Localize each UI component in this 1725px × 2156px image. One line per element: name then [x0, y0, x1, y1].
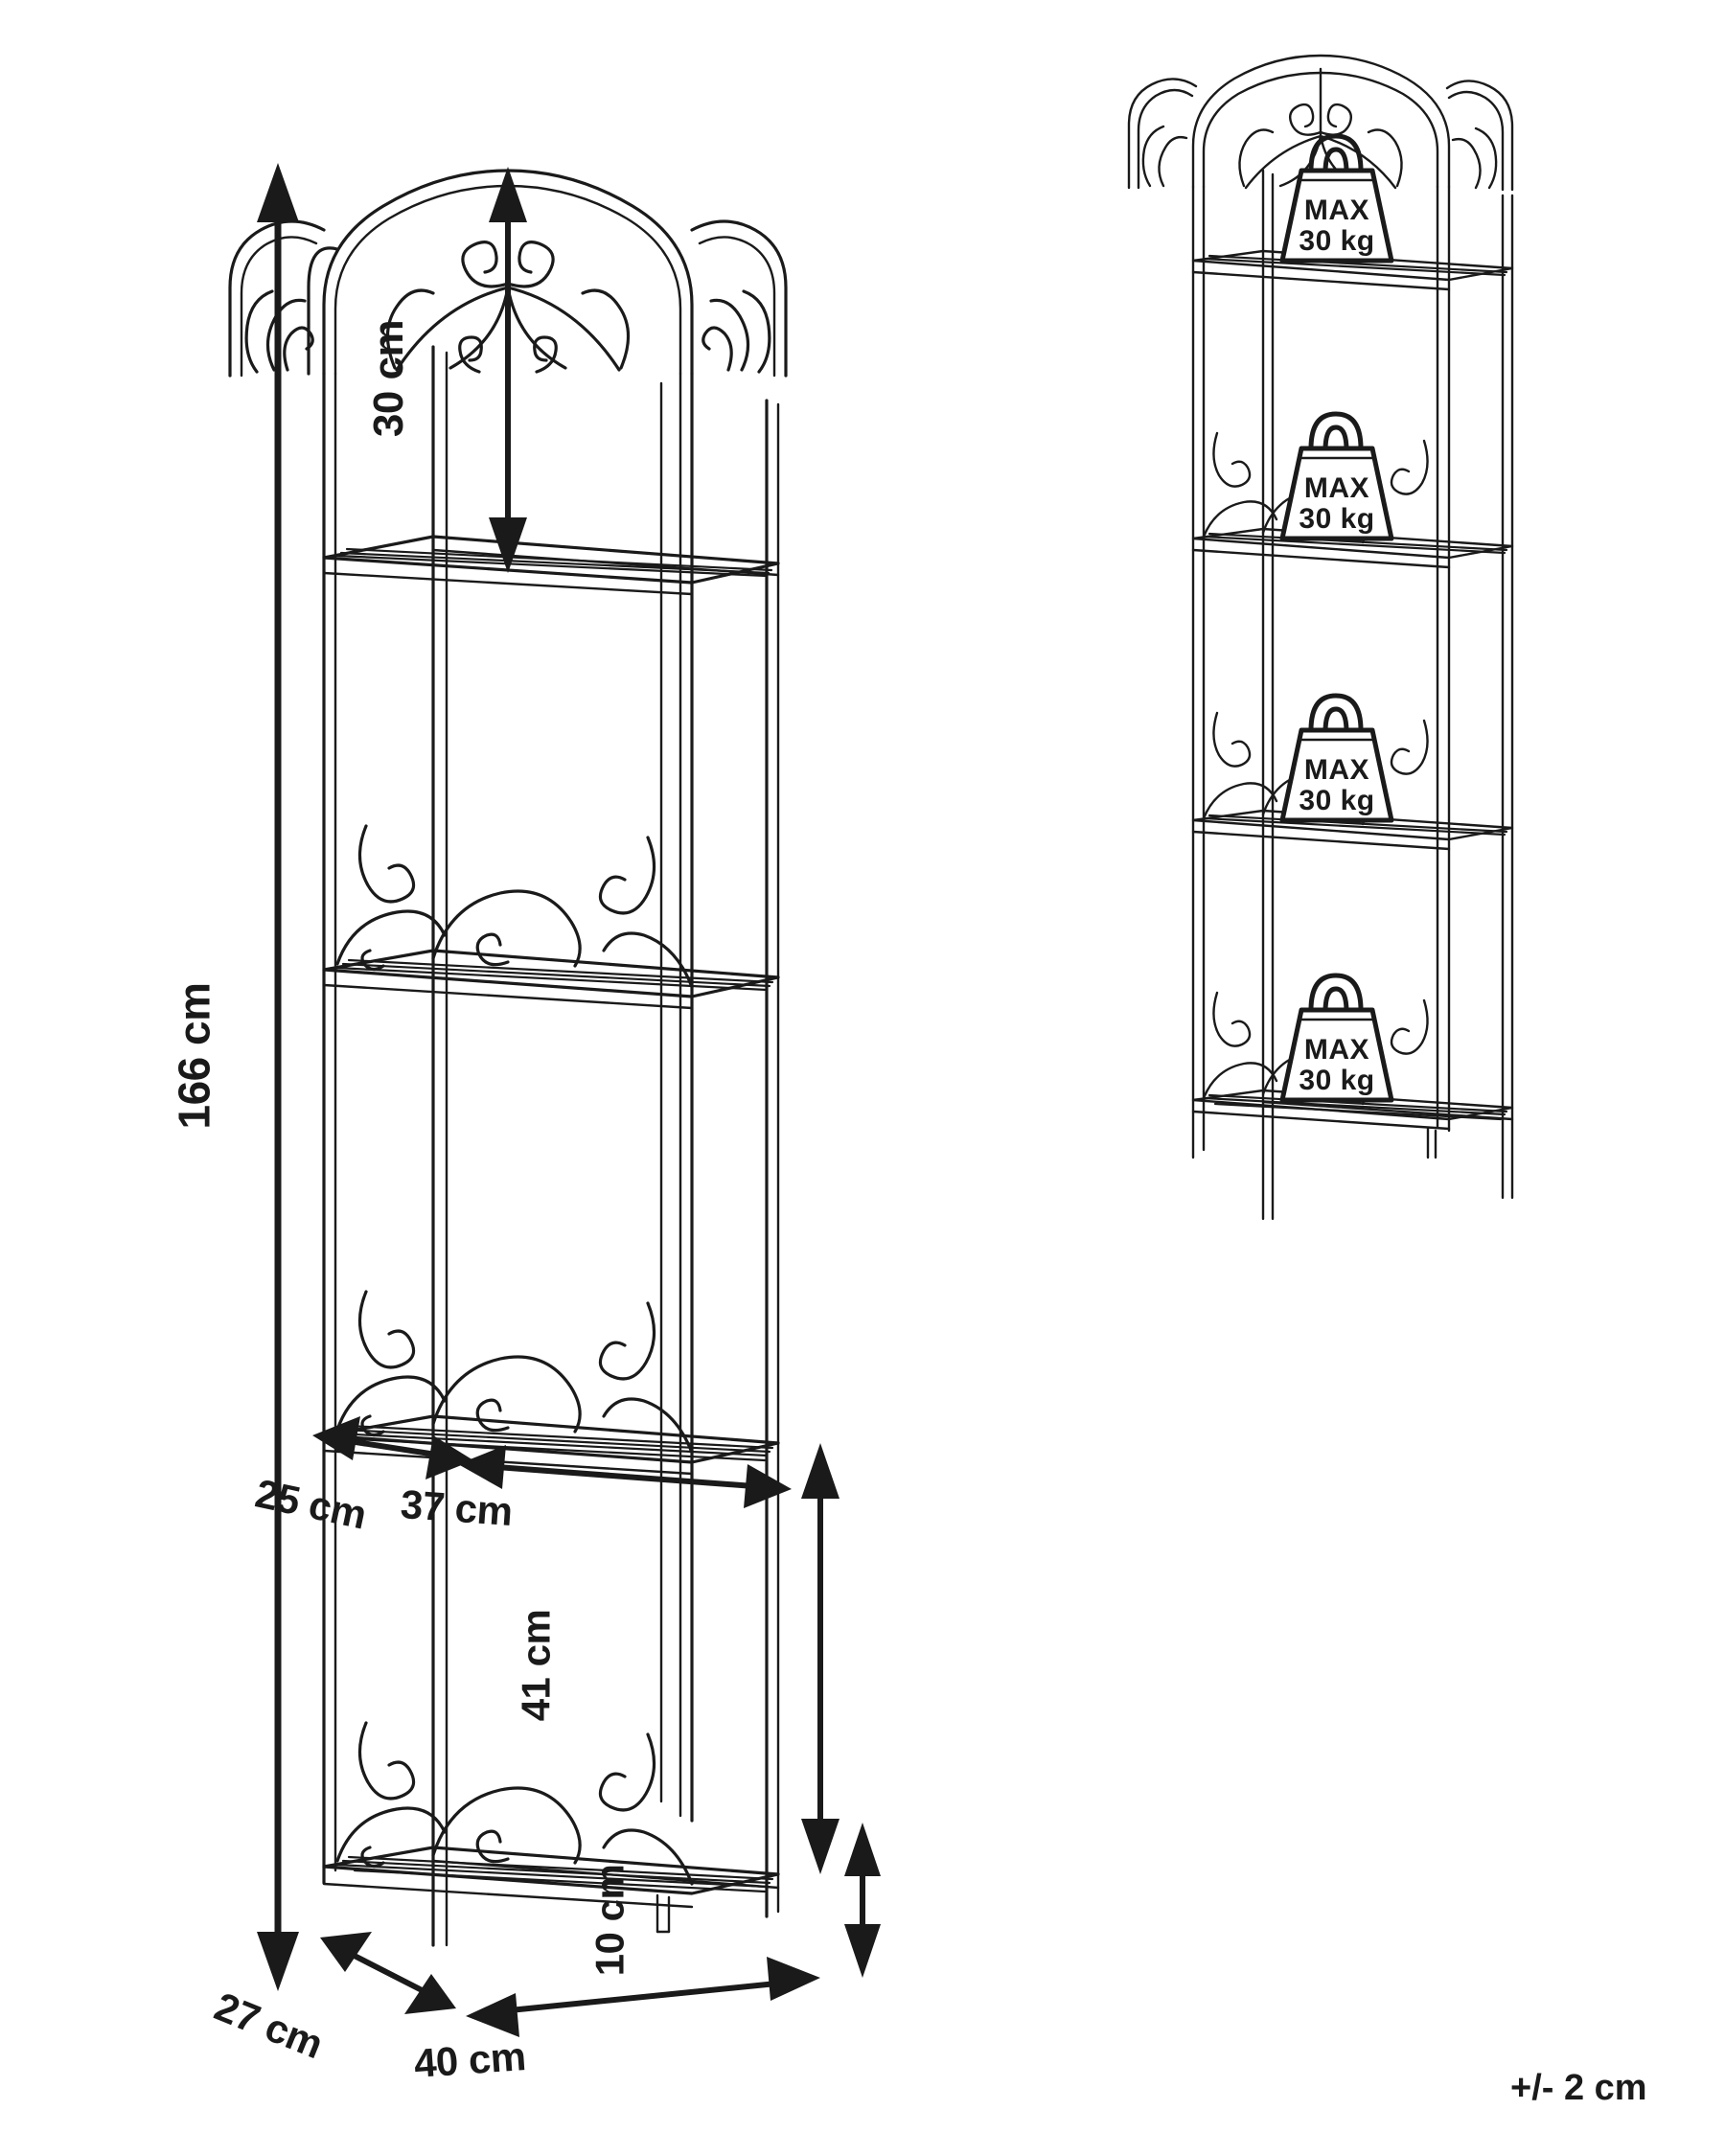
- weight-badge-text-3: MAX 30 kg: [1282, 755, 1392, 816]
- dimension-label-shelf-width: 37 cm: [399, 1480, 515, 1535]
- shelf-top: [322, 535, 780, 596]
- dimension-label-top-clearance: 30 cm: [365, 319, 413, 438]
- right-shelf-4: [1191, 1089, 1514, 1159]
- weight-value: 30 kg: [1299, 224, 1375, 257]
- dimension-total-height: [257, 163, 299, 1991]
- dimension-label-total-height: 166 cm: [169, 982, 219, 1130]
- weight-badge-4: [1279, 973, 1394, 1103]
- dimension-label-base-width: 40 cm: [412, 2032, 528, 2087]
- weight-badge-text-4: MAX 30 kg: [1282, 1035, 1392, 1096]
- shelf-second: [322, 949, 780, 1010]
- weight-badge-2: [1279, 411, 1394, 541]
- scrollwork-tier-1: [335, 824, 694, 989]
- right-shelf-1: [1191, 249, 1514, 291]
- weight-value: 30 kg: [1299, 1064, 1375, 1096]
- shelf-bottom: [322, 1846, 780, 1934]
- weight-value: 30 kg: [1299, 784, 1375, 816]
- weight-badge-1: [1279, 133, 1394, 264]
- right-shelf-2: [1191, 527, 1514, 569]
- weight-max-word: MAX: [1303, 754, 1370, 786]
- tolerance-note: +/- 2 cm: [1510, 2068, 1647, 2108]
- dimension-shelf-width: [458, 1445, 792, 1508]
- scrollwork-tier-2: [335, 1290, 694, 1455]
- weight-value: 30 kg: [1299, 502, 1375, 535]
- dimension-top-clearance: [489, 167, 527, 573]
- right-frame-posts: [1191, 169, 1514, 1221]
- weight-max-word: MAX: [1303, 1034, 1370, 1066]
- dimension-shelf-gap: [801, 1443, 840, 1874]
- left-bookcase-view: [228, 169, 788, 1947]
- scrollwork-tier-3: [335, 1721, 694, 1886]
- weight-badge-text-1: MAX 30 kg: [1282, 195, 1392, 257]
- weight-badge-3: [1279, 693, 1394, 823]
- dimension-base-width: [466, 1957, 820, 2037]
- dimension-shelf-depth: [312, 1416, 473, 1479]
- dimension-label-shelf-gap: 41 cm: [513, 1609, 559, 1722]
- dimension-label-floor-clearance: 10 cm: [586, 1864, 632, 1977]
- right-arched-top: [1127, 54, 1514, 192]
- right-shelf-3: [1191, 809, 1514, 851]
- frame-posts: [322, 345, 780, 1947]
- shelf-third: [322, 1414, 780, 1476]
- weight-max-word: MAX: [1303, 195, 1370, 226]
- right-bookcase-view: [1127, 54, 1514, 1221]
- weight-max-word: MAX: [1303, 472, 1370, 504]
- dimension-floor-clearance: [844, 1823, 881, 1978]
- weight-badge-text-2: MAX 30 kg: [1282, 473, 1392, 535]
- dimension-base-depth: [320, 1932, 456, 2014]
